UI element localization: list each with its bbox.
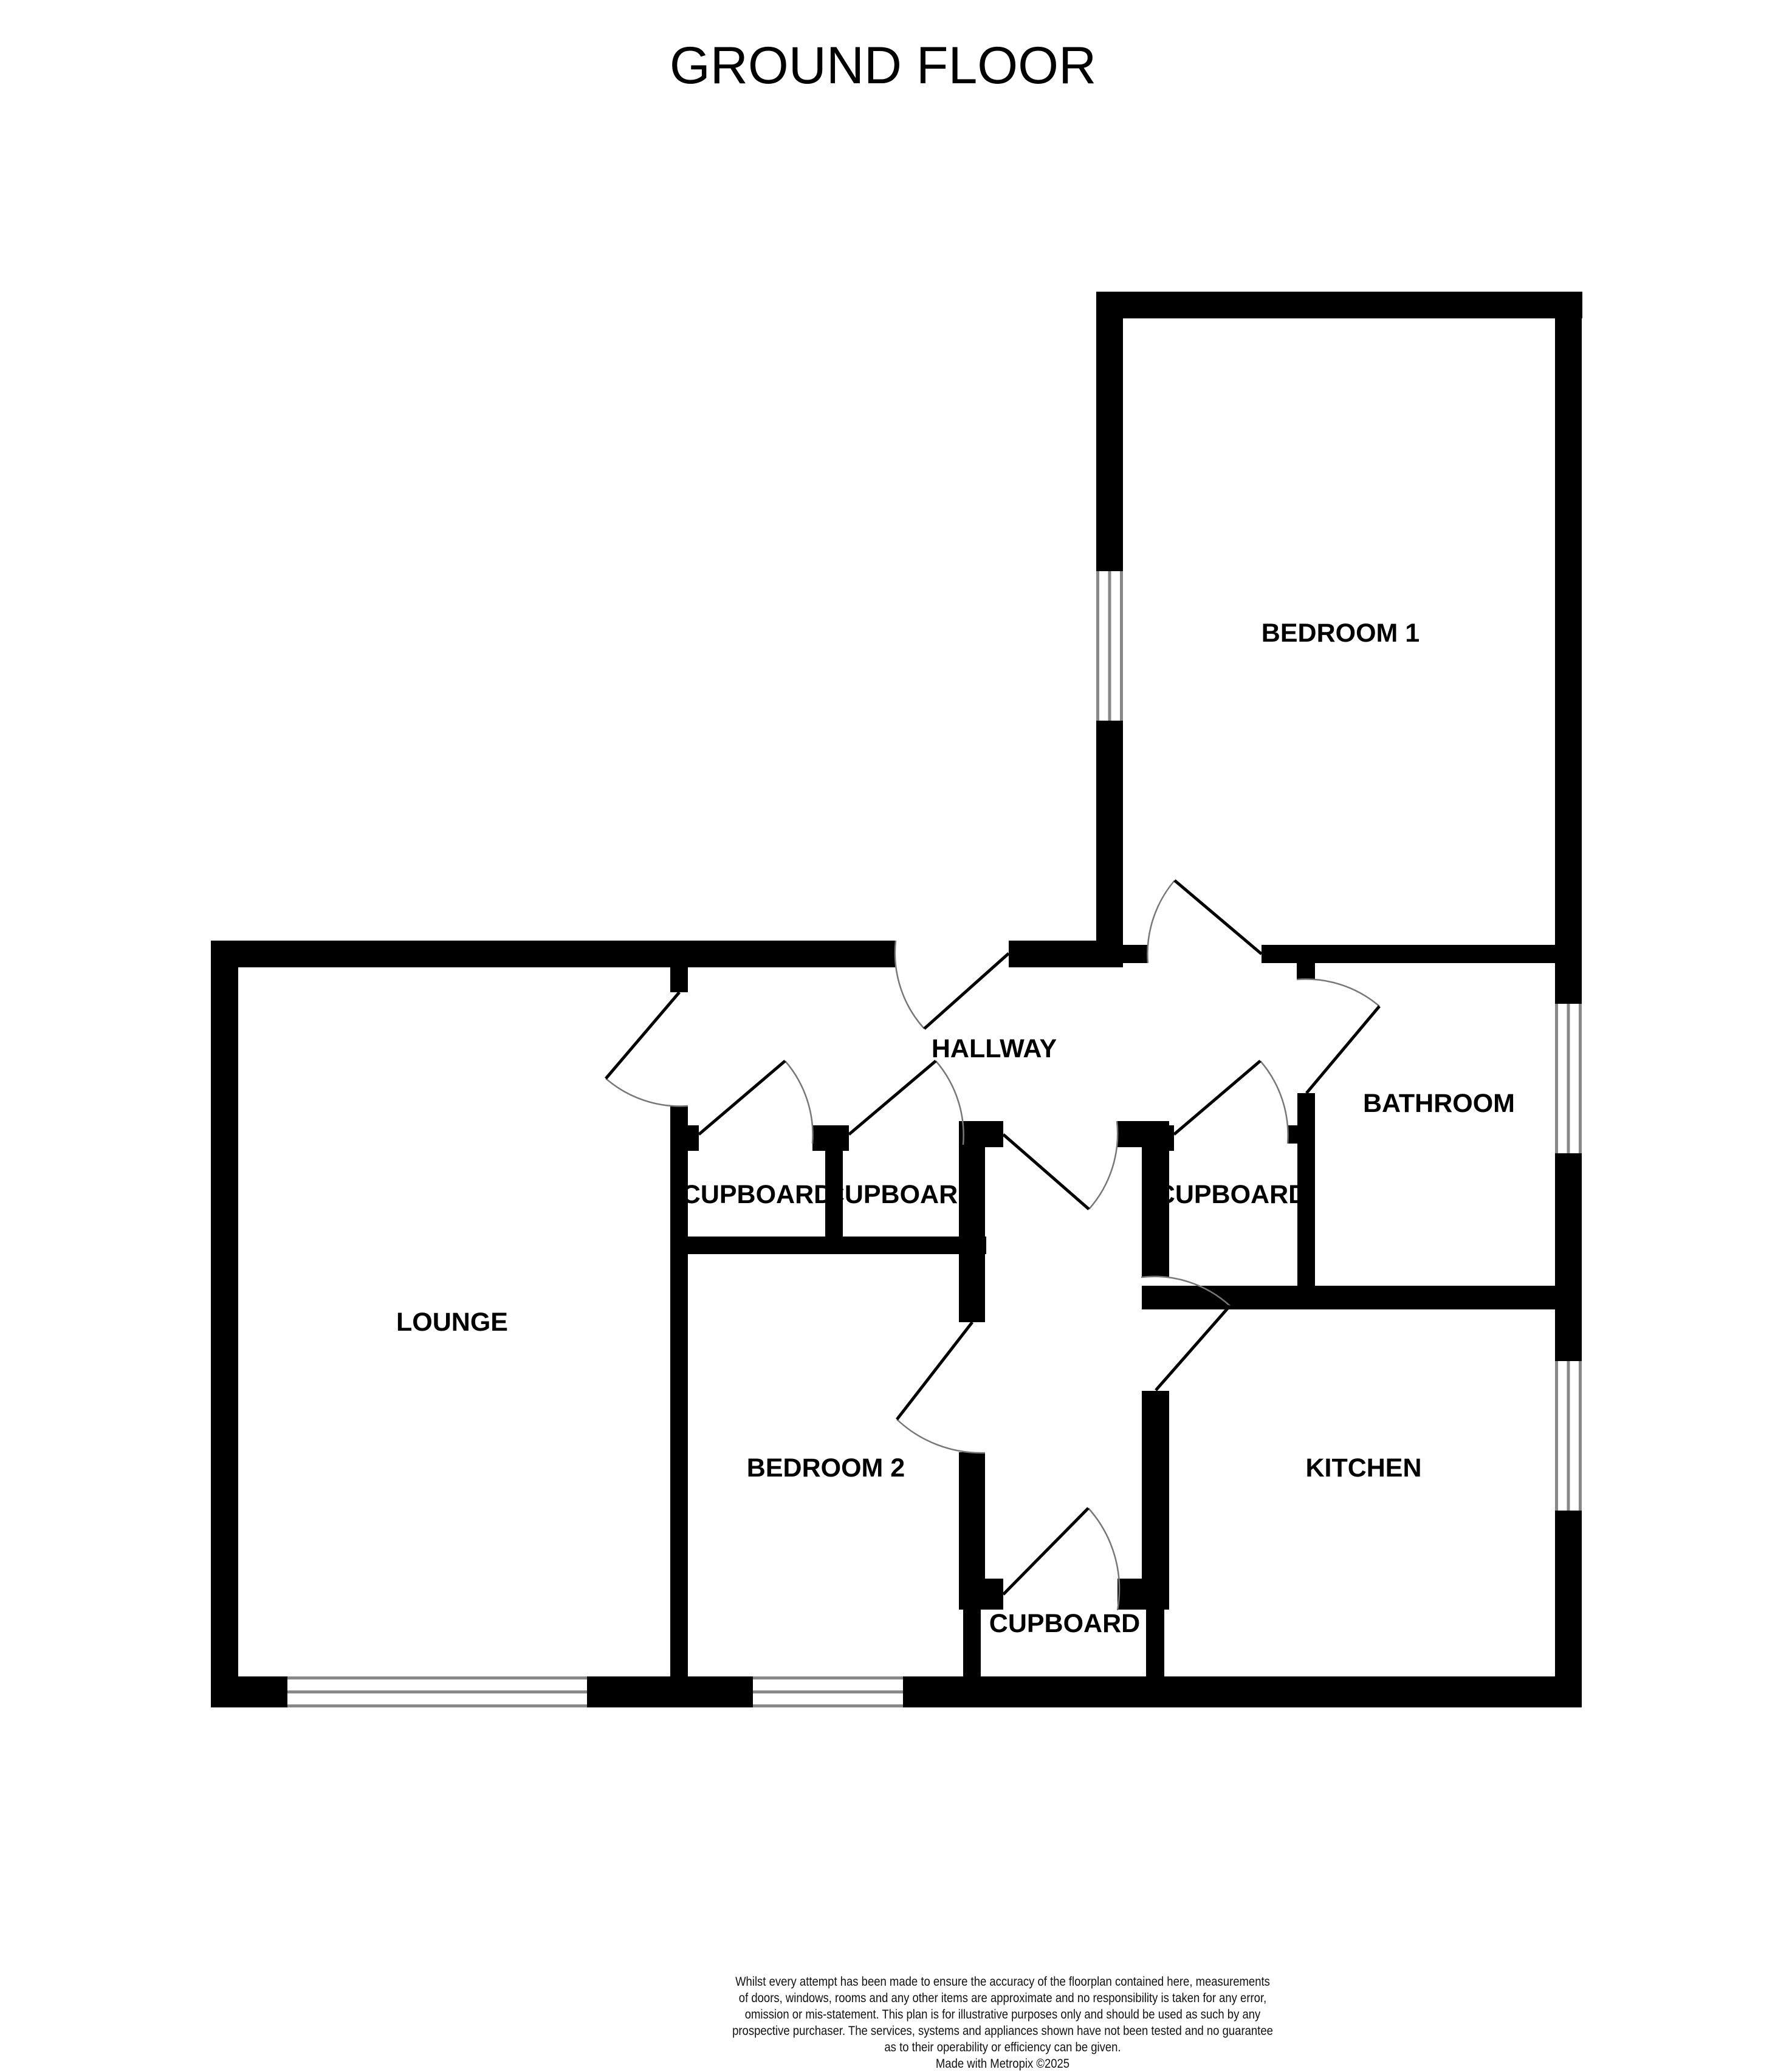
disclaimer-line: Whilst every attempt has been made to en… xyxy=(735,1974,1270,1989)
lounge-door xyxy=(605,991,688,1107)
disclaimer-line: prospective purchaser. The services, sys… xyxy=(732,2023,1273,2038)
door-swing-arc xyxy=(896,1419,986,1454)
wall-segment xyxy=(670,1106,688,1707)
door-leaf xyxy=(1002,1133,1090,1210)
room-label-lounge: LOUNGE xyxy=(396,1308,508,1337)
bathroom-window xyxy=(1555,1004,1582,1153)
wall-segment xyxy=(1117,1579,1169,1610)
doors-layer xyxy=(605,879,1381,1611)
room-label-kitchen: KITCHEN xyxy=(1305,1453,1421,1483)
disclaimer-line: as to their operability or efficiency ca… xyxy=(884,2040,1121,2054)
cupboard-3-door xyxy=(1173,1060,1289,1144)
room-label-cupboard-4: CUPBOARD xyxy=(989,1609,1140,1638)
lounge-window xyxy=(287,1676,587,1707)
door-swing-arc xyxy=(784,1060,814,1144)
door-swing-arc xyxy=(605,1078,688,1107)
door-swing-arc xyxy=(1147,880,1175,964)
bedroom-1-door xyxy=(1147,879,1263,964)
door-swing-arc xyxy=(1088,1508,1121,1611)
wall-segment xyxy=(1169,1125,1174,1151)
room-label-cupboard-1: CUPBOARD xyxy=(682,1180,832,1209)
entrance-door xyxy=(894,940,1010,1030)
wall-segment xyxy=(1297,1093,1315,1309)
floor-title: GROUND FLOOR xyxy=(670,36,1096,95)
wall-segment xyxy=(1142,1391,1169,1610)
disclaimer-line: of doors, windows, rooms and any other i… xyxy=(738,1991,1267,2005)
wall-segment xyxy=(959,1121,1003,1147)
windows-layer xyxy=(287,571,1582,1707)
disclaimer-line: omission or mis-statement. This plan is … xyxy=(744,2007,1261,2022)
door-swing-arc xyxy=(1260,1060,1289,1144)
bedroom-2-window xyxy=(753,1676,903,1707)
wall-segment xyxy=(688,1125,699,1151)
wall-segment xyxy=(1288,1125,1297,1144)
wall-segment xyxy=(670,967,688,992)
wall-segment xyxy=(1297,963,1315,979)
cupboard-2-door xyxy=(848,1060,964,1145)
door-swing-arc xyxy=(935,1060,964,1145)
door-leaf xyxy=(848,1060,937,1136)
door-leaf xyxy=(1155,1305,1231,1391)
wall-segment xyxy=(959,1121,985,1322)
door-leaf xyxy=(1305,1005,1381,1094)
door-swing-arc xyxy=(1088,1120,1119,1210)
door-leaf xyxy=(1173,1060,1262,1136)
bedroom-1-window xyxy=(1096,571,1123,721)
wall-segment xyxy=(1142,1286,1582,1309)
door-leaf xyxy=(1173,879,1263,955)
wall-segment xyxy=(1142,1121,1169,1277)
disclaimer: Whilst every attempt has been made to en… xyxy=(663,1974,1342,2072)
kitchen-door xyxy=(1141,1275,1231,1391)
wall-segment xyxy=(1009,941,1069,967)
wall-segment xyxy=(1096,292,1582,318)
bathroom-door xyxy=(1296,978,1381,1094)
wall-segment xyxy=(1123,945,1148,963)
cupboard-1-door xyxy=(698,1060,814,1144)
inner-hall-door xyxy=(1002,1120,1119,1210)
wall-segment xyxy=(1262,945,1555,963)
door-leaf xyxy=(923,952,1010,1030)
wall-segment xyxy=(670,1237,986,1254)
door-swing-arc xyxy=(894,940,925,1029)
door-leaf xyxy=(698,1060,786,1136)
wall-segment xyxy=(211,941,238,1707)
walls-layer xyxy=(211,292,1582,1707)
room-label-hallway: HALLWAY xyxy=(932,1034,1057,1063)
cupboard-4-door xyxy=(1002,1507,1121,1611)
room-label-bedroom-2: BEDROOM 2 xyxy=(747,1453,905,1483)
door-leaf xyxy=(896,1321,973,1421)
bedroom-2-door xyxy=(896,1321,986,1454)
metropix-credit: Made with Metropix ©2025 xyxy=(935,2056,1070,2071)
room-label-cupboard-3: CUPBOARD xyxy=(1156,1180,1307,1209)
wall-segment xyxy=(1069,941,1123,967)
door-leaf xyxy=(605,991,681,1080)
door-swing-arc xyxy=(1141,1275,1231,1306)
wall-segment xyxy=(825,1125,843,1254)
wall-segment xyxy=(959,1579,1003,1610)
room-label-cupboard-2: CUPBOARD xyxy=(826,1180,977,1209)
room-label-bedroom-1: BEDROOM 1 xyxy=(1262,619,1420,648)
room-labels: BEDROOM 1 HALLWAY BATHROOM CUPBOARD CUPB… xyxy=(396,619,1515,1638)
door-swing-arc xyxy=(1296,978,1380,1007)
wall-segment xyxy=(211,941,895,967)
door-leaf xyxy=(1002,1507,1090,1596)
room-label-bathroom: BATHROOM xyxy=(1363,1089,1515,1118)
kitchen-window xyxy=(1555,1361,1582,1511)
